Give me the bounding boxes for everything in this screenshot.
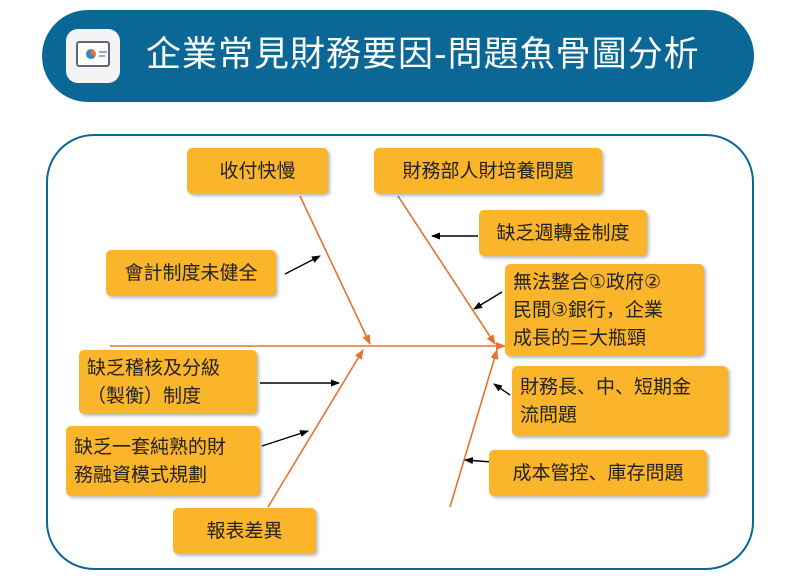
box-financing-bottleneck: 無法整合①政府② 民間③銀行，企業 成長的三大瓶頸 bbox=[505, 264, 704, 356]
box-accounting-system: 會計制度未健全 bbox=[106, 250, 276, 296]
box-finance-talent: 財務部人財培養問題 bbox=[374, 148, 602, 194]
box-cost-inventory: 成本管控、庫存問題 bbox=[489, 450, 707, 496]
presentation-chart-icon bbox=[66, 29, 120, 83]
bone-cost-inventory bbox=[449, 349, 499, 508]
arrow-cash-flow bbox=[493, 383, 511, 396]
arrow-financing-bottleneck bbox=[473, 291, 503, 310]
arrow-cost-inventory bbox=[464, 457, 493, 465]
bone-collect-pay bbox=[299, 195, 371, 345]
box-internal-control: 缺乏稽核及分級 （製衡）制度 bbox=[79, 350, 257, 414]
arrow-financing-model bbox=[261, 430, 309, 447]
diagram-frame bbox=[46, 134, 754, 570]
box-report-variance: 報表差異 bbox=[173, 508, 316, 554]
arrow-accounting bbox=[284, 255, 321, 275]
bone-report-variance bbox=[267, 349, 364, 508]
page-title: 企業常見財務要因-問題魚骨圖分析 bbox=[146, 35, 700, 75]
title-bar bbox=[42, 10, 754, 102]
box-collect-pay: 收付快慢 bbox=[187, 148, 328, 194]
box-lack-working-capital: 缺乏週轉金制度 bbox=[479, 210, 647, 256]
box-financing-model: 缺乏一套純熟的財 務融資模式規劃 bbox=[66, 426, 260, 496]
bone-finance-talent bbox=[397, 195, 496, 345]
box-cash-flow: 財務長、中、短期金 流問題 bbox=[512, 366, 728, 436]
